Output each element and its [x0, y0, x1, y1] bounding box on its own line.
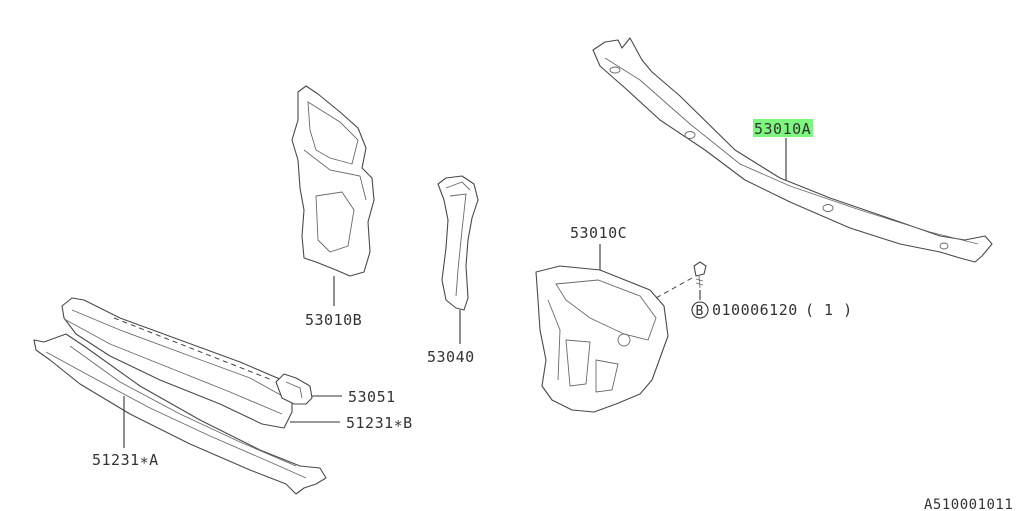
part-bolt-b[interactable] — [693, 261, 707, 289]
label-53040[interactable]: 53040 — [427, 348, 475, 366]
part-53051-clip[interactable] — [275, 373, 313, 405]
label-53010c[interactable]: 53010C — [570, 224, 627, 242]
part-53010b-side-panel[interactable] — [291, 85, 375, 277]
part-53010a-radiator-upper-support[interactable] — [592, 37, 993, 263]
label-53010b[interactable]: 53010B — [305, 311, 362, 329]
part-53040-center-bracket[interactable] — [437, 175, 479, 311]
label-bolt-partno[interactable]: 010006120 — [712, 301, 798, 319]
label-bolt-letter: B — [696, 304, 704, 319]
label-53010a[interactable]: 53010A — [754, 120, 811, 138]
part-53010c-side-panel[interactable] — [535, 265, 669, 413]
label-53051[interactable]: 53051 — [348, 388, 396, 406]
bolt-dashed-line — [655, 277, 693, 299]
label-51231b[interactable]: 51231∗B — [346, 414, 413, 432]
label-51231a[interactable]: 51231∗A — [92, 451, 159, 469]
bolt-callout-circle — [691, 301, 709, 319]
diagram-id: A510001011 — [924, 497, 1013, 511]
part-51231b-cowl-panel-upper[interactable] — [61, 297, 293, 429]
highlight-53010a — [753, 119, 813, 137]
label-bolt-qty: ( 1 ) — [805, 301, 853, 319]
part-51231a-cowl-panel-lower[interactable] — [33, 333, 327, 495]
cowl-dashed-line-1 — [113, 317, 273, 381]
